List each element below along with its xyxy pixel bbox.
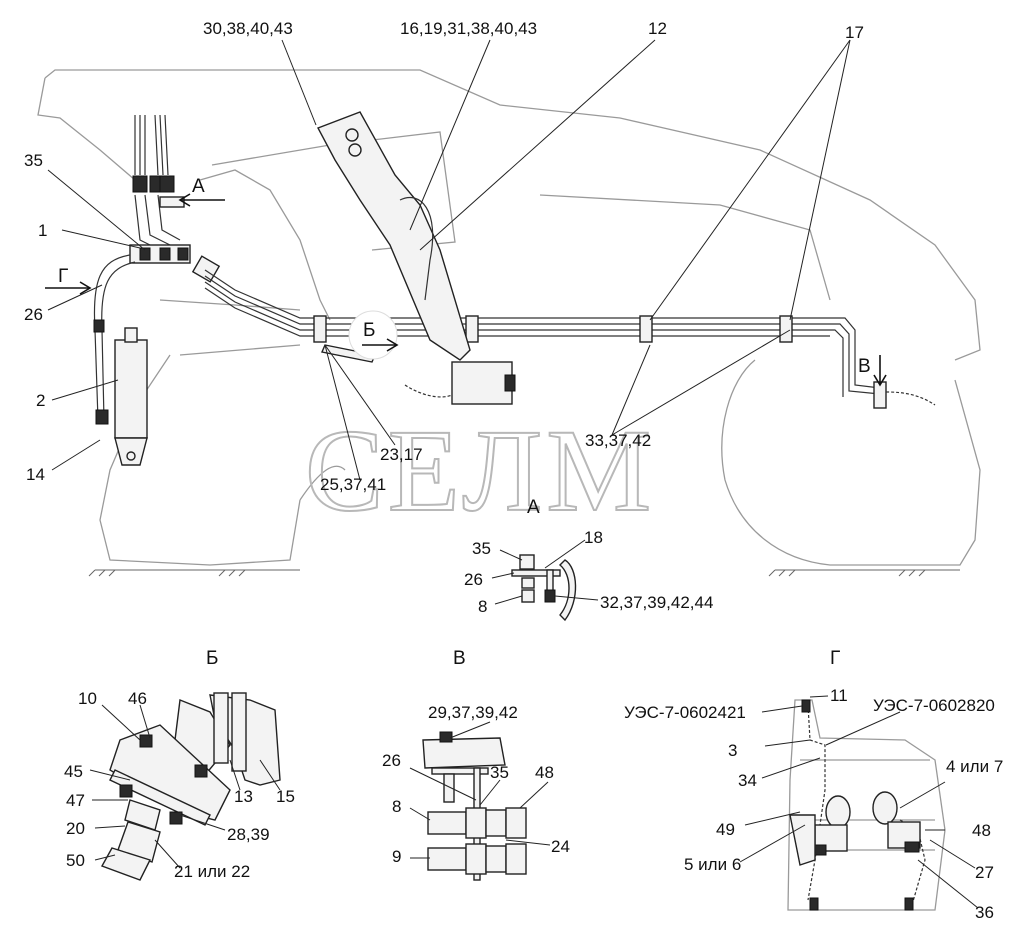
view-b-title: Б [206, 648, 218, 669]
view-v-callout-9: 9 [392, 847, 401, 866]
view-g-callout-11: 11 [830, 686, 848, 705]
view-b-callout-13: 13 [234, 787, 253, 806]
view-g-callout-49: 49 [716, 820, 735, 839]
view-b-callout-10: 10 [78, 689, 97, 708]
view-b-callout-28-39: 28,39 [227, 825, 270, 844]
callout-2: 2 [36, 391, 45, 410]
view-a-callout-32-37-39-42-44: 32,37,39,42,44 [600, 593, 713, 612]
callout-23-17: 23,17 [380, 445, 423, 464]
callout-17: 17 [845, 23, 864, 42]
view-v-callout-26: 26 [382, 751, 401, 770]
view-g-left-unit [789, 795, 851, 866]
view-a-callout-18: 18 [584, 528, 603, 547]
lift-cylinder [93, 254, 148, 466]
view-v-callout-48: 48 [535, 763, 554, 782]
control-lever [317, 111, 516, 405]
view-b-callout-50: 50 [66, 851, 85, 870]
rear-hose [885, 391, 936, 406]
callout-26: 26 [24, 305, 43, 324]
callout-1: 1 [38, 221, 47, 240]
view-g-callout-48: 48 [972, 821, 991, 840]
view-a-callout-26: 26 [464, 570, 483, 589]
callout-33-37-42: 33,37,42 [585, 431, 651, 450]
view-v-callout-35: 35 [490, 763, 509, 782]
main-pipe-run [204, 269, 881, 397]
callout-35: 35 [24, 151, 43, 170]
ground-marks [88, 569, 960, 577]
view-b-callout-15: 15 [276, 787, 295, 806]
section-arrow-g: Г [45, 266, 92, 295]
view-g-callout-4-or-7: 4 или 7 [946, 757, 1003, 776]
view-g-callout-27: 27 [975, 863, 994, 882]
callout-16-19-31-38-40-43: 16,19,31,38,40,43 [400, 19, 537, 38]
callout-12: 12 [648, 19, 667, 38]
svg-text:Г: Г [58, 266, 68, 287]
view-v-coupling-lower [427, 843, 527, 875]
view-b-callout-20: 20 [66, 819, 85, 838]
view-b-callout-46: 46 [128, 689, 147, 708]
tractor-body-outline [37, 69, 981, 566]
view-g-callout-5-or-6: 5 или 6 [684, 855, 741, 874]
view-g-right-unit [872, 791, 921, 853]
main-view: СЕЛМ [24, 19, 981, 577]
view-v: В 29,37,39,42 26 35 48 8 9 24 [382, 648, 570, 881]
view-v-title: В [453, 648, 466, 669]
svg-text:В: В [858, 356, 871, 377]
view-g-title: Г [830, 648, 840, 669]
view-v-callout-8: 8 [392, 797, 401, 816]
view-g-callout-ues-7-0602421: УЭС-7-0602421 [624, 703, 746, 722]
section-arrow-a: А [178, 176, 225, 207]
view-g-callout-3: 3 [728, 741, 737, 760]
view-a: А 35 18 26 8 32,37,39,42,44 [464, 497, 713, 622]
view-a-title: А [527, 497, 540, 518]
callout-14: 14 [26, 465, 45, 484]
callout-25-37-41: 25,37,41 [320, 475, 386, 494]
upper-hose-bundle [132, 114, 185, 251]
view-b-callout-21-or-22: 21 или 22 [174, 862, 250, 881]
view-v-coupling-upper [427, 807, 527, 839]
view-g-callout-ues-7-0602820: УЭС-7-0602820 [873, 696, 995, 715]
pipe-clamps [313, 315, 887, 409]
watermark: СЕЛМ [305, 405, 655, 536]
section-arrow-b: Б [348, 310, 399, 360]
view-v-callout-24: 24 [551, 837, 570, 856]
view-b-callout-45: 45 [64, 762, 83, 781]
callout-30-38-40-43: 30,38,40,43 [203, 19, 293, 38]
view-b: Б 10 46 45 47 20 50 13 15 28,39 21 или 2… [64, 648, 295, 881]
section-arrow-v: В [858, 355, 887, 387]
svg-text:А: А [192, 176, 205, 197]
view-g-callout-34: 34 [738, 771, 757, 790]
view-v-callout-29-37-39-42: 29,37,39,42 [428, 703, 518, 722]
view-b-callout-47: 47 [66, 791, 85, 810]
view-a-callout-8: 8 [478, 597, 487, 616]
view-a-callout-35: 35 [472, 539, 491, 558]
view-g-callout-36: 36 [975, 903, 994, 922]
svg-text:Б: Б [363, 320, 375, 341]
view-g: Г 11 УЭС-7-0602421 УЭС-7 [624, 648, 1003, 922]
main-leader-lines [47, 39, 851, 481]
